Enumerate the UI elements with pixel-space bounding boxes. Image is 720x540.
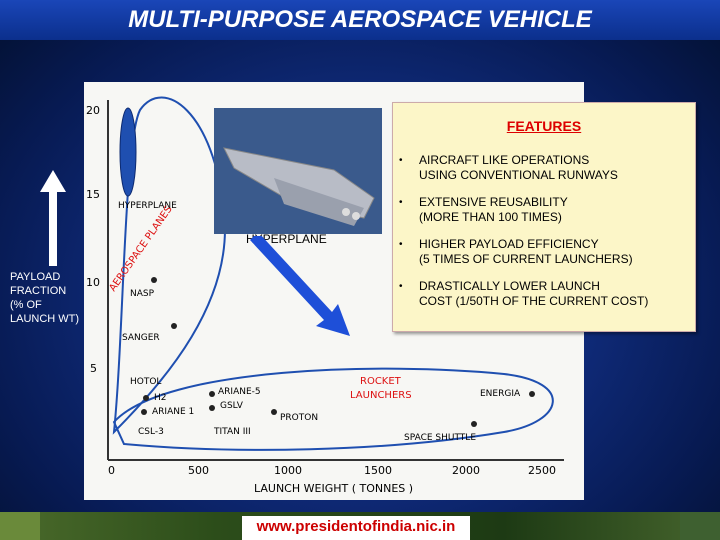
point-label-energia: ENERGIA <box>480 389 521 399</box>
features-heading: FEATURES <box>506 118 582 134</box>
point-label-hyperplane: HYPERPLANE <box>118 201 177 211</box>
point-label-titan: TITAN III <box>213 427 251 437</box>
website-url[interactable]: www.presidentofindia.nic.in <box>242 516 470 540</box>
y-tick-10: 10 <box>86 276 100 289</box>
point-sanger <box>171 323 177 329</box>
x-axis-label: LAUNCH WEIGHT ( TONNES ) <box>254 482 413 495</box>
y-tick-20: 20 <box>86 104 100 117</box>
x-tick-2000: 2000 <box>452 464 480 477</box>
aerospace-region-outline <box>112 96 226 435</box>
point-h2 <box>143 395 149 401</box>
point-label-shuttle: SPACE SHUTTLE <box>404 433 476 443</box>
point-ariane1 <box>141 409 147 415</box>
bullet-icon: • <box>399 155 403 166</box>
point-label-h2: H2 <box>154 393 167 403</box>
x-tick-1500: 1500 <box>364 464 392 477</box>
point-shuttle <box>471 421 477 427</box>
footer-photo-left <box>0 512 40 540</box>
y-tick-15: 15 <box>86 188 100 201</box>
rocket-region-outline <box>112 367 554 451</box>
feature-line: HIGHER PAYLOAD EFFICIENCY <box>419 237 599 251</box>
rocket-label-1: ROCKET <box>360 376 402 387</box>
payload-line: LAUNCH WT) <box>10 313 80 325</box>
point-label-sanger: SANGER <box>122 333 160 343</box>
point-label-csl3: CSL-3 <box>138 427 164 437</box>
point-label-ariane5: ARIANE-5 <box>218 387 261 397</box>
launch-weight-chart: 5 10 15 20 0 500 1000 1500 2000 2500 LAU… <box>86 96 564 495</box>
footer-photo-right <box>680 512 720 540</box>
rocket-label-2: LAUNCHERS <box>350 390 412 401</box>
payload-label: PAYLOAD FRACTION (% OF LAUNCH WT) <box>10 270 100 326</box>
point-nasp <box>151 277 157 283</box>
feature-line: AIRCRAFT LIKE OPERATIONS <box>419 153 590 167</box>
hyperplane-marker <box>119 107 137 197</box>
bullet-icon: • <box>399 281 403 292</box>
aerospace-planes-label: AEROSPACE PLANES <box>107 204 174 294</box>
slide-title: MULTI-PURPOSE AEROSPACE VEHICLE <box>128 6 592 33</box>
point-proton <box>271 409 277 415</box>
point-label-gslv: GSLV <box>220 401 244 411</box>
up-arrow-icon <box>40 170 66 266</box>
bullet-icon: • <box>399 239 403 250</box>
payload-line: (% OF <box>10 299 42 311</box>
title-bar <box>0 0 720 40</box>
x-tick-2500: 2500 <box>528 464 556 477</box>
x-tick-1000: 1000 <box>274 464 302 477</box>
hyperplane-image <box>214 108 382 234</box>
x-tick-0: 0 <box>108 464 115 477</box>
feature-line: COST (1/50TH OF THE CURRENT COST) <box>419 294 649 308</box>
feature-line: USING CONVENTIONAL RUNWAYS <box>419 168 618 182</box>
point-gslv <box>209 405 215 411</box>
point-label-ariane1: ARIANE 1 <box>152 407 194 417</box>
point-ariane5 <box>209 391 215 397</box>
feature-line: (5 TIMES OF CURRENT LAUNCHERS) <box>419 252 633 266</box>
pointer-arrow <box>250 236 350 336</box>
feature-line: EXTENSIVE REUSABILITY <box>419 195 568 209</box>
point-label-hotol: HOTOL <box>130 377 161 387</box>
y-tick-5: 5 <box>90 362 97 375</box>
feature-line: (MORE THAN 100 TIMES) <box>419 210 562 224</box>
bullet-icon: • <box>399 197 403 208</box>
x-tick-500: 500 <box>188 464 209 477</box>
payload-line: FRACTION <box>10 285 67 297</box>
feature-line: DRASTICALLY LOWER LAUNCH <box>419 279 600 293</box>
payload-line: PAYLOAD <box>10 271 61 283</box>
point-label-nasp: NASP <box>130 289 155 299</box>
point-label-proton: PROTON <box>280 413 318 423</box>
point-energia <box>529 391 535 397</box>
